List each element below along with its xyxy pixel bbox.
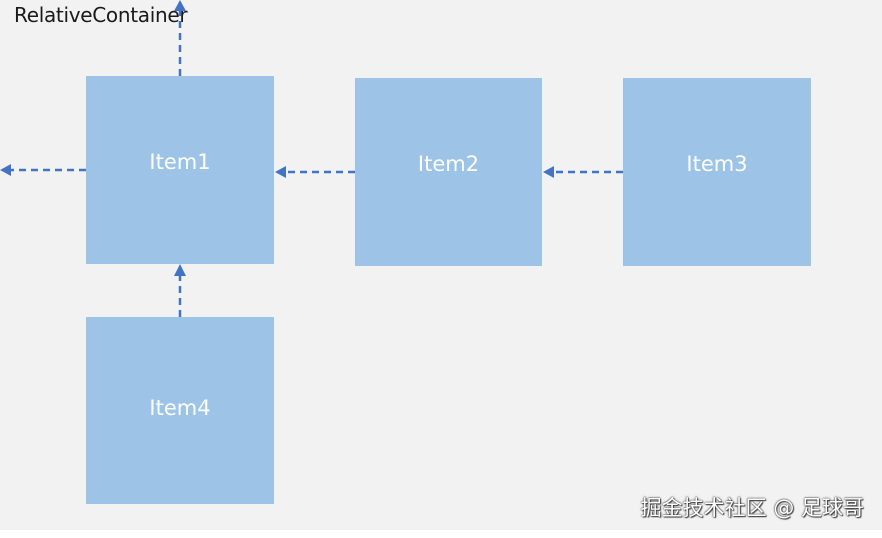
item4-box: Item4	[86, 317, 274, 504]
item3-label: Item3	[686, 152, 748, 176]
item1-label: Item1	[149, 150, 211, 174]
item4-label: Item4	[149, 395, 211, 420]
item2-box: Item2	[355, 78, 542, 266]
item2-label: Item2	[417, 152, 480, 176]
item3-box: Item3	[623, 78, 811, 266]
container-label: RelativeContainer	[14, 3, 188, 27]
watermark: 掘金技术社区 @ 足球哥	[640, 496, 864, 520]
item1-box: Item1	[86, 76, 274, 264]
